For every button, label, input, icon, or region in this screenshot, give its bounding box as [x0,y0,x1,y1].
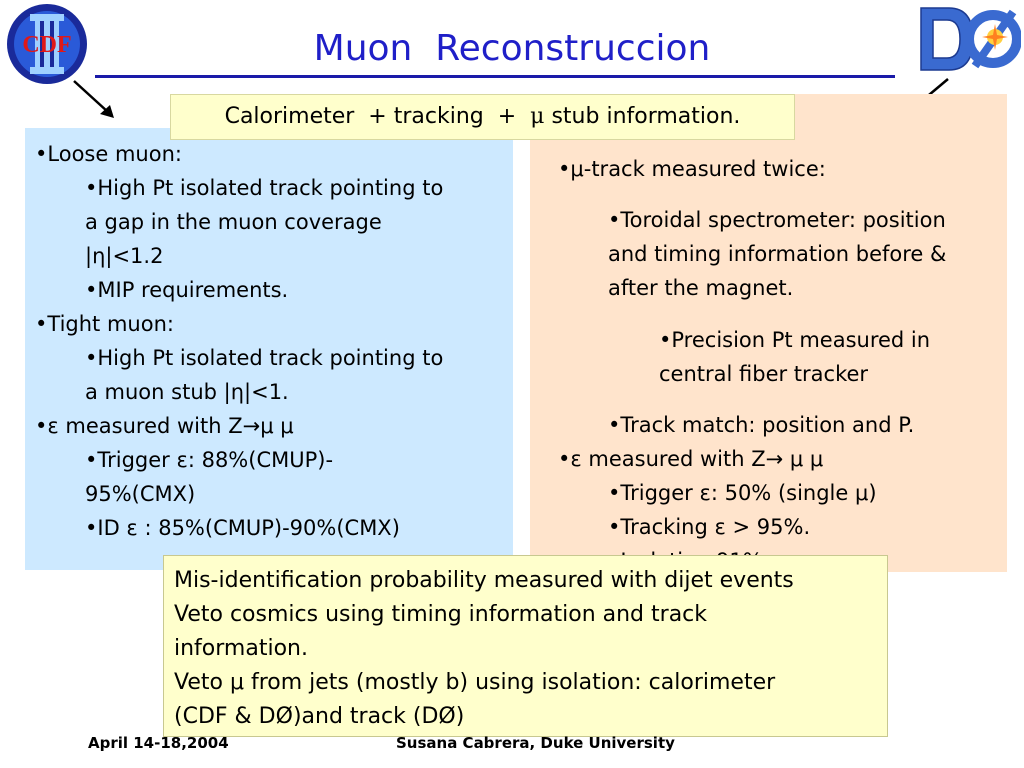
trigger-efficiency-cont: 95%(CMX) [85,482,196,506]
misid-line-5: (CDF & DØ)and track (DØ) [174,704,465,729]
banner-mu-symbol: μ [530,104,545,129]
d0-panel: •μ-track measured twice: •Toroidal spect… [530,94,1007,572]
loose-muon-item-1-cont: a gap in the muon coverage [85,210,382,234]
loose-muon-item-1: •High Pt isolated track pointing to [85,176,444,200]
slide-title: Muon Reconstruccion [313,28,711,69]
tight-muon-item-1-cont: a muon stub |η|<1. [85,380,289,404]
combined-info-banner: Calorimeter + tracking + μ stub informat… [170,94,795,140]
banner-text-start: Calorimeter + tracking + [224,104,531,129]
efficiency-heading-d0: •ε measured with Z→ μ μ [558,447,824,471]
misid-line-1: Mis-identification probability measured … [174,568,794,593]
cdf-panel: •Loose muon: •High Pt isolated track poi… [25,128,513,570]
misid-banner: Mis-identification probability measured … [163,555,888,737]
misid-line-2: Veto cosmics using timing information an… [174,602,708,627]
loose-muon-item-2: •MIP requirements. [85,278,289,302]
cdf-logo-text: CDF [22,32,71,58]
footer-date: April 14-18,2004 [88,734,229,752]
title-underline [95,75,895,78]
misid-line-4: Veto μ from jets (mostly b) using isolat… [174,670,776,695]
efficiency-heading: •ε measured with Z→μ μ [35,414,294,438]
trigger-efficiency: •Trigger ε: 88%(CMUP)- [85,448,334,472]
toroidal-spectrometer-cont-2: after the magnet. [608,276,794,300]
misid-line-3: information. [174,636,308,661]
tight-muon-heading: •Tight muon: [35,312,174,336]
toroidal-spectrometer-cont-1: and timing information before & [608,242,947,266]
cdf-logo: CDF [7,4,87,84]
tracking-efficiency-d0: •Tracking ε > 95%. [608,515,811,539]
track-measured-twice: •μ-track measured twice: [558,157,826,181]
loose-muon-heading: •Loose muon: [35,142,182,166]
d0-logo: DØ [915,2,1021,76]
id-efficiency: •ID ε : 85%(CMUP)-90%(CMX) [85,516,400,540]
loose-muon-eta-cut: |η|<1.2 [85,244,164,268]
footer-author: Susana Cabrera, Duke University [396,734,675,752]
banner-text-end: stub information. [544,104,741,129]
track-match: •Track match: position and P. [608,413,915,437]
toroidal-spectrometer: •Toroidal spectrometer: position [608,208,946,232]
tight-muon-item-1: •High Pt isolated track pointing to [85,346,444,370]
trigger-efficiency-d0: •Trigger ε: 50% (single μ) [608,481,877,505]
precision-pt-cont: central fiber tracker [659,362,869,386]
arrow-left-icon [73,80,114,118]
precision-pt: •Precision Pt measured in [659,328,931,352]
d0-logo-text: DØ [960,70,962,73]
